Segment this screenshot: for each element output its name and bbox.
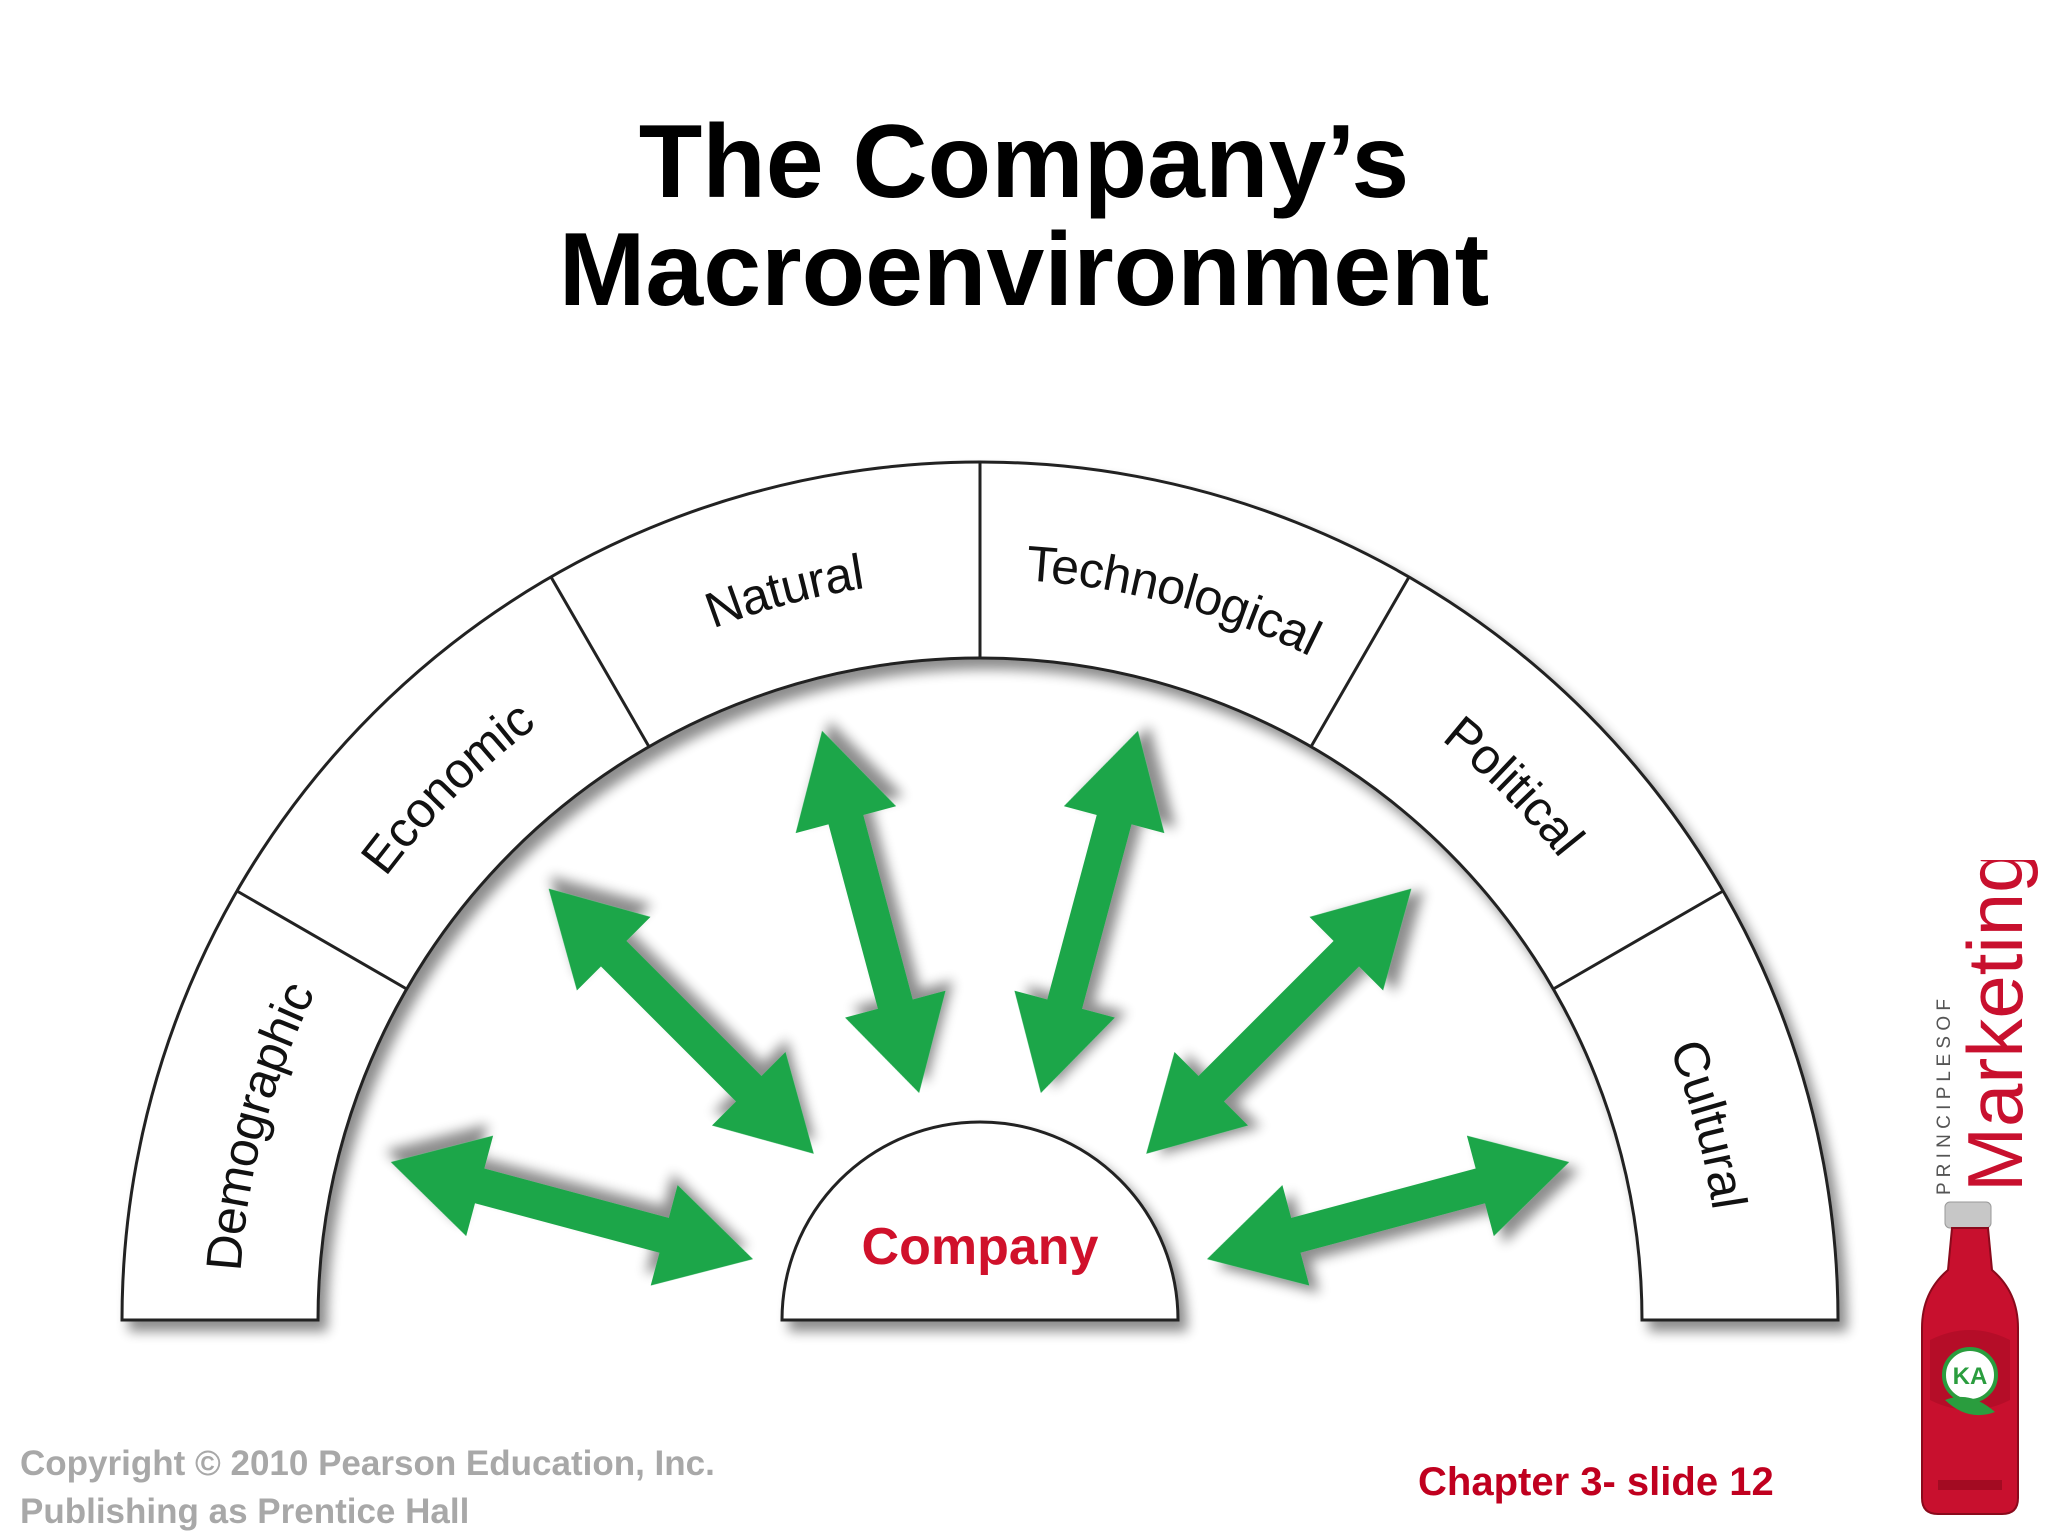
forces-ring	[120, 460, 1840, 1322]
company-shape	[780, 1120, 1180, 1322]
ring-divider	[236, 889, 408, 991]
slide-number: Chapter 3- slide 12	[1418, 1460, 1774, 1504]
bottle-logo-text: KA	[1953, 1363, 1988, 1390]
company-label: Company	[862, 1218, 1099, 1276]
principles-of-marketing-brand: P R I N C I P L E S O F Marketing KA	[1900, 860, 2040, 1520]
arrow-technological	[1014, 730, 1165, 1094]
force-arrows	[390, 730, 1570, 1286]
title-line-2: Macroenvironment	[558, 212, 1490, 328]
company-dome	[780, 1120, 1180, 1322]
copyright-line-1: Copyright © 2010 Pearson Education, Inc.	[20, 1444, 715, 1483]
ring-divider	[1552, 889, 1724, 991]
slide-title: The Company’s Macroenvironment	[0, 108, 2048, 324]
copyright-line-2: Publishing as Prentice Hall	[20, 1492, 470, 1531]
arrow-political	[1146, 888, 1412, 1154]
ring-divider	[549, 576, 651, 748]
ring-band	[120, 460, 1840, 1322]
title-line-1: The Company’s	[638, 104, 1410, 220]
juice-bottle-logo: KA	[1921, 1201, 2019, 1515]
brand-series-big: Marketing	[1951, 860, 2039, 1192]
arrow-natural	[795, 730, 946, 1094]
arrow-cultural	[1206, 1135, 1570, 1286]
arrow-economic	[548, 888, 814, 1154]
ring-divider	[1309, 576, 1411, 748]
copyright-notice: Copyright © 2010 Pearson Education, Inc.…	[20, 1440, 715, 1536]
ring-dividers	[236, 462, 1724, 991]
brand-series-small: P R I N C I P L E S O F	[1934, 999, 1955, 1195]
brand-wordmark: P R I N C I P L E S O F Marketing	[1934, 860, 2039, 1195]
arrow-demographic	[390, 1135, 754, 1286]
